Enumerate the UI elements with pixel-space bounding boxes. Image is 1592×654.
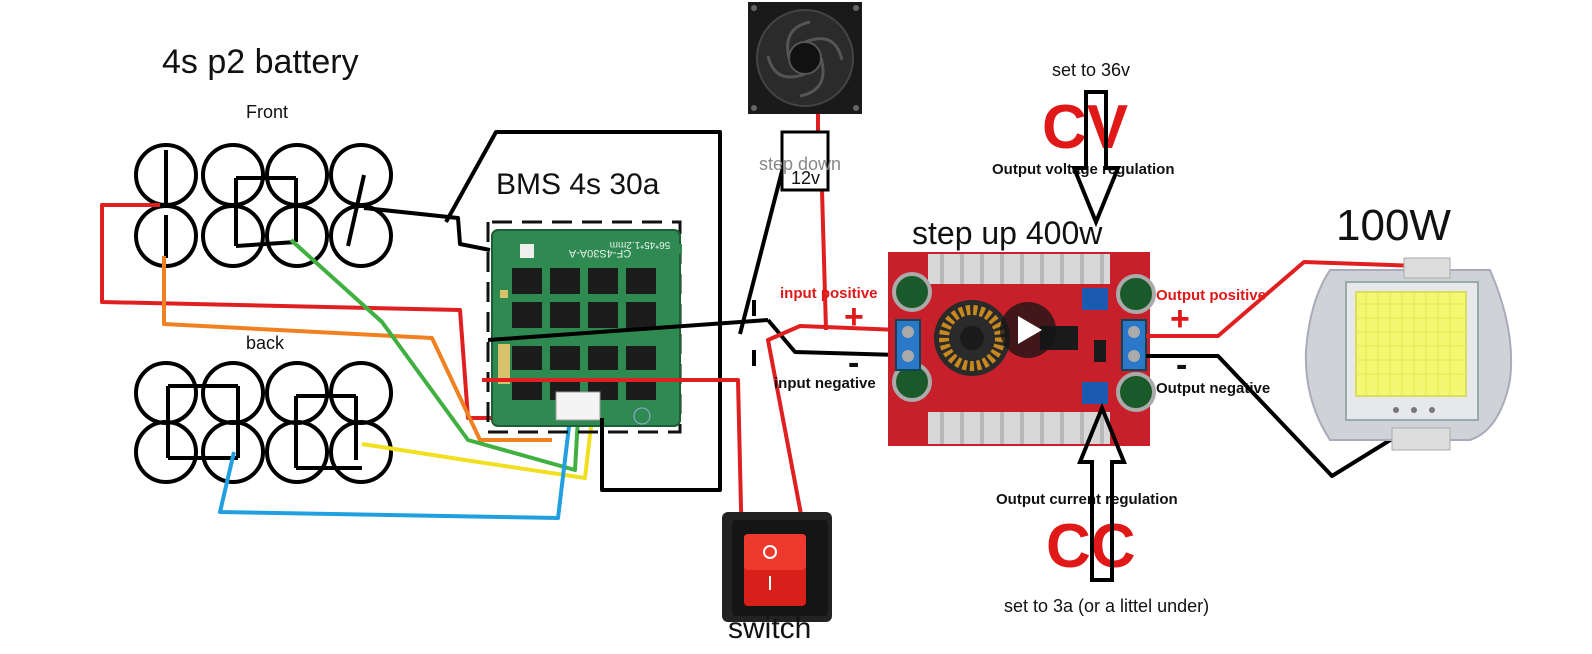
wire-orange xyxy=(162,256,552,442)
input-minus-sign: - xyxy=(848,344,859,382)
cc-arrow xyxy=(1077,402,1127,582)
wire-red-stepdown xyxy=(820,189,828,331)
inductor xyxy=(934,300,1010,376)
output-current-reg-label: Output current regulation xyxy=(996,491,1178,508)
switch-label: switch xyxy=(728,612,811,645)
main-wires xyxy=(444,112,901,551)
rocker-switch-icon xyxy=(722,512,832,622)
wire-blue xyxy=(218,417,572,520)
output-plus-sign: + xyxy=(1170,300,1190,338)
output-wires xyxy=(1146,260,1421,478)
led-chip-icon xyxy=(1304,257,1513,451)
wire-red-from-switch xyxy=(766,324,901,531)
bms-label: BMS 4s 30a xyxy=(496,168,660,201)
battery-title: 4s p2 battery xyxy=(162,43,359,81)
stepup-label: step up 400w xyxy=(912,215,1103,251)
battery-back xyxy=(134,361,393,484)
front-label: Front xyxy=(246,102,288,122)
cv-arrow xyxy=(1071,90,1121,228)
back-label: back xyxy=(246,333,285,353)
stepdown-label: step down xyxy=(759,154,841,174)
bms-board: CF-4S30A-A 56*45*1.2mm xyxy=(486,220,682,434)
input-positive-label: input positive xyxy=(780,285,878,302)
wire-black-bms-top xyxy=(444,130,722,492)
bms-dims: 56*45*1.2mm xyxy=(610,239,671,250)
wire-red-battery xyxy=(100,203,498,420)
led-label: 100W xyxy=(1336,201,1451,250)
set-voltage-label: set to 36v xyxy=(1052,60,1130,80)
stepdown-voltage: 12v xyxy=(791,168,820,188)
set-current-label: set to 3a (or a littel under) xyxy=(1004,596,1209,616)
wire-red-to-switch xyxy=(482,378,744,551)
input-plus-sign: + xyxy=(844,298,864,336)
output-negative-label: Output negative xyxy=(1156,380,1270,397)
output-minus-sign: - xyxy=(1176,346,1187,384)
wire-black-bms-output xyxy=(487,318,769,342)
stepdown-box xyxy=(780,130,830,192)
bms-code: CF-4S30A-A xyxy=(568,247,631,259)
wire-yellow xyxy=(361,417,594,480)
wire-red-output xyxy=(1146,260,1421,338)
wire-green xyxy=(289,238,580,472)
battery-front xyxy=(134,143,393,268)
input-negative-label: input negative xyxy=(774,375,876,392)
balance-wires xyxy=(100,203,594,520)
wire-black-battery xyxy=(363,206,491,252)
wire-black-output xyxy=(1146,354,1402,478)
cooling-fan-icon xyxy=(748,2,862,114)
wire-black-negative xyxy=(766,318,901,357)
play-icon xyxy=(1000,302,1056,358)
output-positive-label: Output positive xyxy=(1156,287,1266,304)
